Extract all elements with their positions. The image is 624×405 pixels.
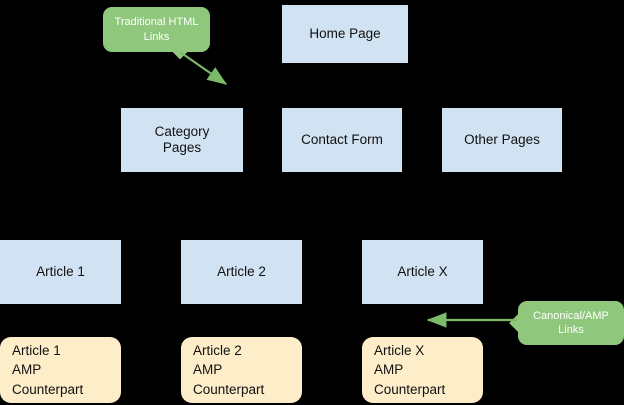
arrow-traditional-html-links-to-category-pages: [179, 51, 228, 85]
node-article-1-amp-counterpart[interactable]: Article 1 AMP Counterpart: [0, 337, 121, 403]
node-label: Contact Form: [301, 131, 383, 147]
node-label: Article 2: [217, 263, 266, 279]
node-label: Other Pages: [464, 131, 540, 147]
callout-label: Traditional HTML Links: [114, 16, 199, 43]
node-label: Category Pages: [154, 123, 210, 155]
node-article-x[interactable]: Article X: [362, 240, 483, 304]
node-home-page[interactable]: Home Page: [282, 5, 408, 63]
callout-canonical-amp-links[interactable]: Canonical/AMP Links: [518, 301, 624, 345]
node-article-x-amp-counterpart[interactable]: Article X AMP Counterpart: [362, 337, 483, 403]
node-article-2-amp-counterpart[interactable]: Article 2 AMP Counterpart: [181, 337, 302, 403]
callout-label: Canonical/AMP Links: [533, 309, 609, 336]
node-other-pages[interactable]: Other Pages: [442, 108, 562, 172]
node-label: Article 2 AMP Counterpart: [193, 343, 265, 397]
node-category-pages[interactable]: Category Pages: [121, 108, 243, 172]
node-article-1[interactable]: Article 1: [0, 240, 121, 304]
node-label: Article X AMP Counterpart: [374, 343, 446, 397]
node-article-2[interactable]: Article 2: [181, 240, 302, 304]
callout-traditional-html-links[interactable]: Traditional HTML Links: [103, 7, 210, 52]
node-label: Home Page: [309, 25, 381, 41]
node-contact-form[interactable]: Contact Form: [282, 108, 402, 172]
node-label: Article X: [397, 263, 448, 279]
node-label: Article 1: [36, 263, 85, 279]
node-label: Article 1 AMP Counterpart: [12, 343, 84, 397]
